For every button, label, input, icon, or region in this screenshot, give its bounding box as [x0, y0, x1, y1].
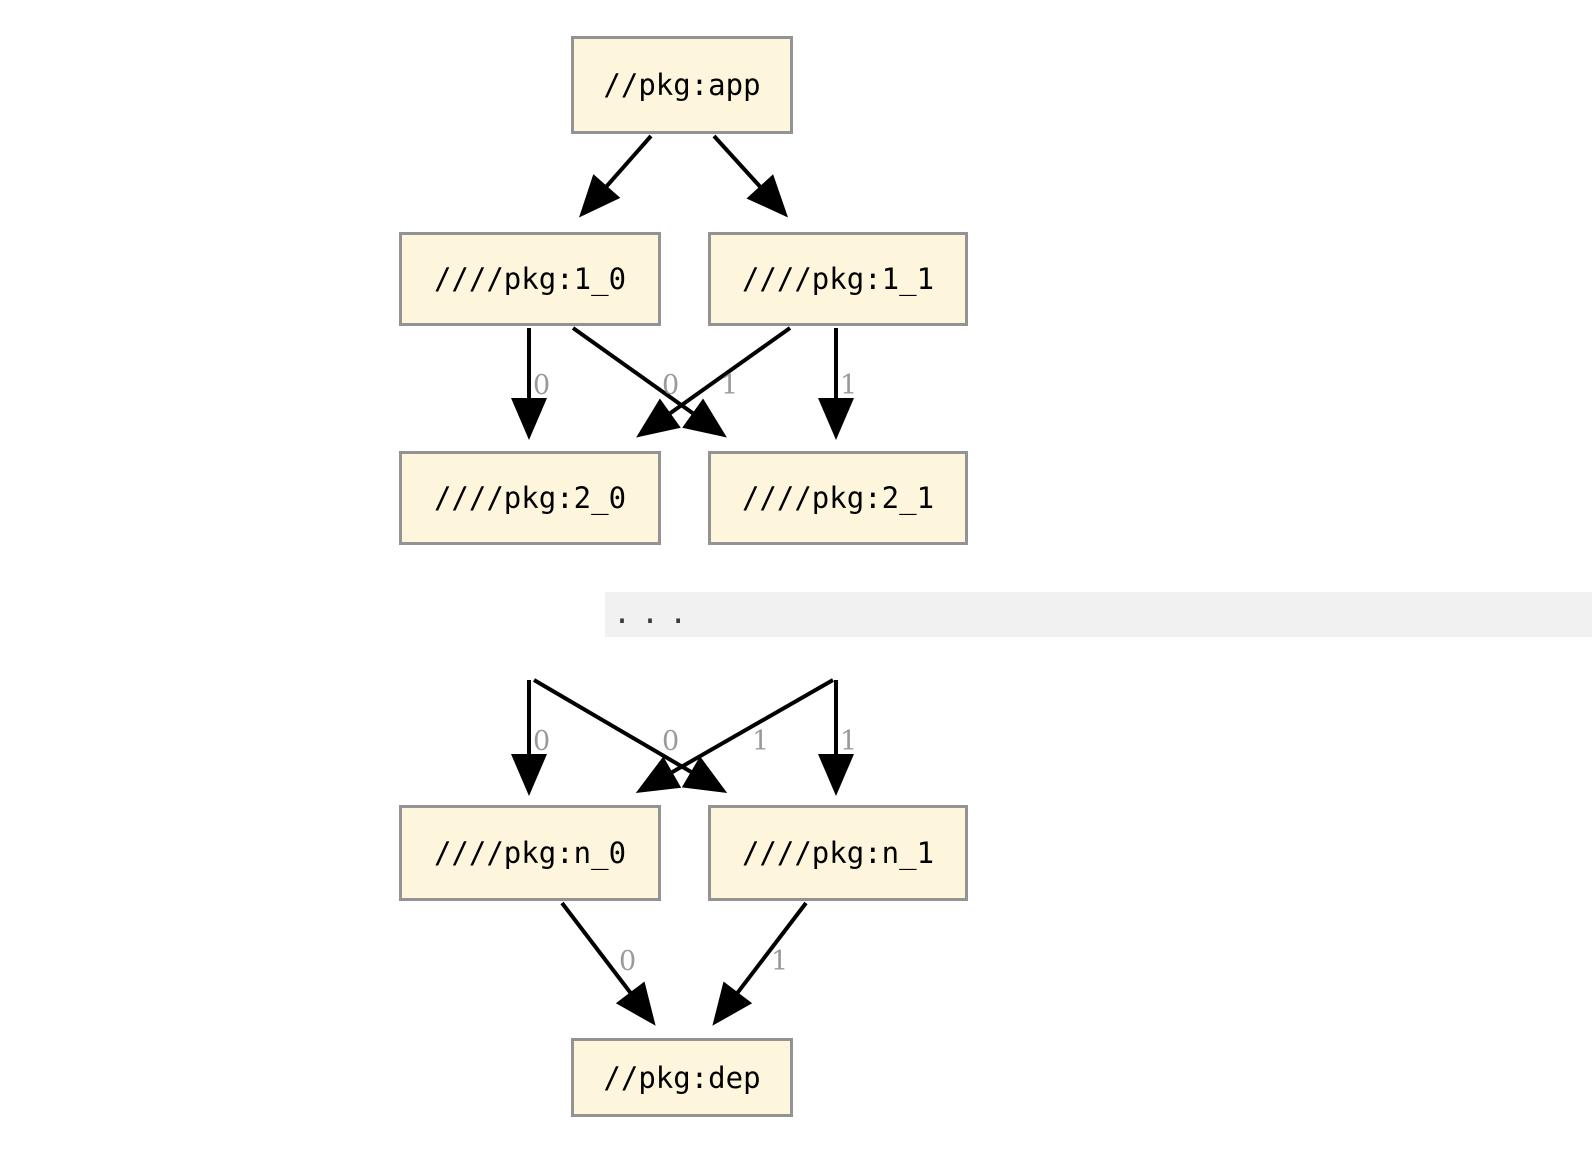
ellipsis-band: ...	[605, 592, 1592, 637]
edge-n_0-to-dep	[560, 901, 656, 1026]
edge-label-1_1-2_1: 1	[840, 370, 857, 401]
node-lvln-1-label: ////pkg:n_1	[741, 836, 935, 870]
node-lvln-0[interactable]: ////pkg:n_0	[399, 805, 661, 901]
node-dep-label: //pkg:dep	[603, 1060, 761, 1095]
edge-label-1_0-2_0: 0	[533, 370, 550, 401]
edge-label-hidden-n_0: 0	[533, 726, 550, 757]
edge-label-1_0-2_1: 1	[721, 370, 738, 401]
node-lvln-1[interactable]: ////pkg:n_1	[708, 805, 968, 901]
edge-app-to-1_0	[579, 134, 653, 218]
node-lvl1-0[interactable]: ////pkg:1_0	[399, 232, 661, 326]
edge-label-n_0-dep: 0	[619, 946, 636, 977]
edge-hidden2-to-n_0	[635, 678, 834, 793]
edge-app-to-1_1	[712, 134, 789, 218]
node-lvl1-1[interactable]: ////pkg:1_1	[708, 232, 968, 326]
edge-1_1-to-2_0	[636, 326, 792, 438]
node-lvl1-0-label: ////pkg:1_0	[433, 262, 627, 296]
node-lvl2-0[interactable]: ////pkg:2_0	[399, 451, 661, 545]
node-dep[interactable]: //pkg:dep	[571, 1038, 793, 1117]
edge-label-hidden-n_1: 1	[752, 726, 769, 757]
node-app-label: //pkg:app	[603, 68, 761, 102]
ellipsis-label: ...	[613, 596, 698, 631]
node-lvl2-0-label: ////pkg:2_0	[433, 481, 627, 515]
node-lvl2-1[interactable]: ////pkg:2_1	[708, 451, 968, 545]
edge-label-n_1-dep: 1	[771, 946, 788, 977]
edge-n_1-to-dep	[712, 901, 808, 1026]
edge-label-1_1-2_0: 0	[662, 370, 679, 401]
edge-label-hidden2-n_0: 0	[662, 726, 679, 757]
node-lvl2-1-label: ////pkg:2_1	[741, 481, 935, 515]
edge-label-hidden2-n_1: 1	[840, 726, 857, 757]
node-app[interactable]: //pkg:app	[571, 36, 793, 134]
edge-1_0-to-2_1	[571, 326, 727, 438]
node-lvl1-1-label: ////pkg:1_1	[741, 262, 935, 296]
node-lvln-0-label: ////pkg:n_0	[433, 836, 627, 870]
edge-hidden-to-n_1	[532, 678, 728, 794]
